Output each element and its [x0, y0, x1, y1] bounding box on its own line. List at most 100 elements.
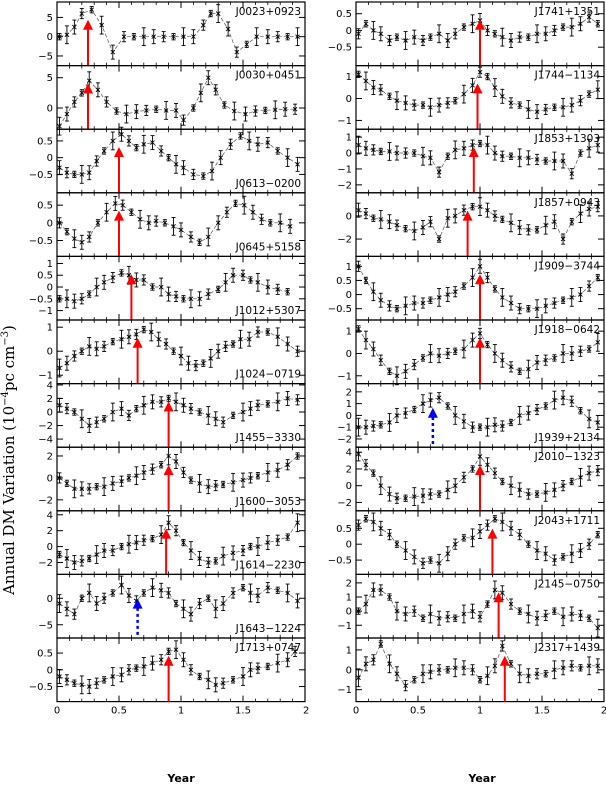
data-point — [356, 325, 361, 333]
data-point — [595, 80, 601, 100]
point-marker — [248, 277, 253, 283]
point-marker — [534, 157, 540, 162]
point-marker — [218, 155, 223, 160]
data-point — [295, 27, 300, 47]
point-marker — [560, 158, 566, 164]
data-point — [394, 91, 400, 111]
data-point — [86, 290, 92, 298]
data-point — [188, 664, 194, 676]
data-point — [173, 599, 179, 608]
point-marker — [517, 413, 522, 418]
data-point — [500, 88, 505, 104]
data-point — [248, 401, 253, 417]
data-point — [213, 677, 219, 693]
data-point — [110, 667, 116, 686]
point-marker — [363, 21, 369, 27]
data-point — [220, 546, 226, 566]
point-marker — [560, 351, 566, 356]
data-point — [552, 354, 557, 362]
point-marker — [188, 234, 194, 240]
y-tick-label: 0 — [47, 347, 53, 358]
data-point — [126, 474, 132, 482]
point-marker — [452, 615, 458, 621]
arrow-head — [163, 401, 174, 412]
y-tick-label: 0 — [346, 211, 352, 222]
point-marker — [461, 145, 467, 151]
point-marker — [198, 90, 204, 96]
point-marker — [158, 399, 164, 405]
point-marker — [569, 102, 575, 108]
point-marker — [163, 108, 169, 113]
point-marker — [173, 294, 179, 299]
data-point — [134, 535, 139, 551]
data-point — [363, 459, 369, 471]
data-point — [578, 287, 583, 303]
data-point — [508, 152, 514, 160]
point-marker — [101, 484, 107, 489]
point-marker — [208, 11, 214, 16]
data-point — [552, 482, 557, 498]
point-marker — [197, 409, 202, 415]
data-point — [64, 403, 70, 415]
point-marker — [104, 209, 109, 215]
point-marker — [79, 239, 85, 245]
point-marker — [394, 373, 400, 379]
data-point — [595, 618, 601, 638]
data-point — [265, 137, 271, 149]
point-marker — [411, 608, 417, 614]
data-point — [560, 344, 566, 363]
point-marker — [436, 560, 442, 566]
data-point — [363, 71, 369, 91]
data-point — [363, 276, 369, 285]
point-marker — [403, 410, 408, 416]
y-tick-label: −0.5 — [328, 556, 352, 567]
point-marker — [569, 351, 575, 356]
point-marker — [295, 348, 300, 354]
data-point — [86, 554, 92, 563]
point-marker — [526, 227, 531, 233]
data-point — [477, 327, 483, 339]
arrow-head — [126, 274, 137, 285]
data-point — [205, 288, 211, 300]
data-point — [543, 354, 549, 366]
point-marker — [285, 341, 290, 347]
data-point — [411, 29, 417, 45]
point-marker — [378, 483, 384, 489]
data-point — [356, 202, 361, 218]
point-marker — [265, 34, 271, 40]
point-marker — [461, 91, 467, 97]
data-point — [526, 224, 531, 236]
point-marker — [403, 548, 408, 553]
point-marker — [461, 346, 467, 352]
y-tick-label: −1 — [337, 423, 352, 434]
data-point — [275, 283, 281, 295]
data-point — [205, 70, 211, 86]
data-point — [205, 479, 211, 495]
y-tick-label: −1 — [337, 371, 352, 382]
data-point — [403, 95, 408, 111]
data-point — [240, 269, 246, 281]
point-marker — [387, 369, 392, 374]
point-marker — [411, 494, 417, 499]
data-point — [394, 366, 400, 386]
data-point — [534, 541, 540, 560]
data-point — [64, 289, 70, 309]
data-point — [428, 216, 433, 228]
y-tick-label: −0.5 — [29, 170, 53, 181]
data-point — [141, 589, 147, 597]
point-marker — [223, 279, 228, 285]
data-point — [57, 669, 62, 684]
data-point — [86, 418, 92, 433]
point-marker — [420, 355, 426, 361]
data-point — [394, 601, 400, 621]
point-marker — [534, 491, 540, 497]
point-marker — [543, 357, 549, 363]
point-marker — [265, 140, 271, 145]
point-marker — [255, 329, 261, 335]
point-marker — [148, 329, 154, 335]
data-point — [436, 348, 442, 364]
y-tick-label: −1 — [337, 116, 352, 127]
point-marker — [371, 147, 376, 153]
